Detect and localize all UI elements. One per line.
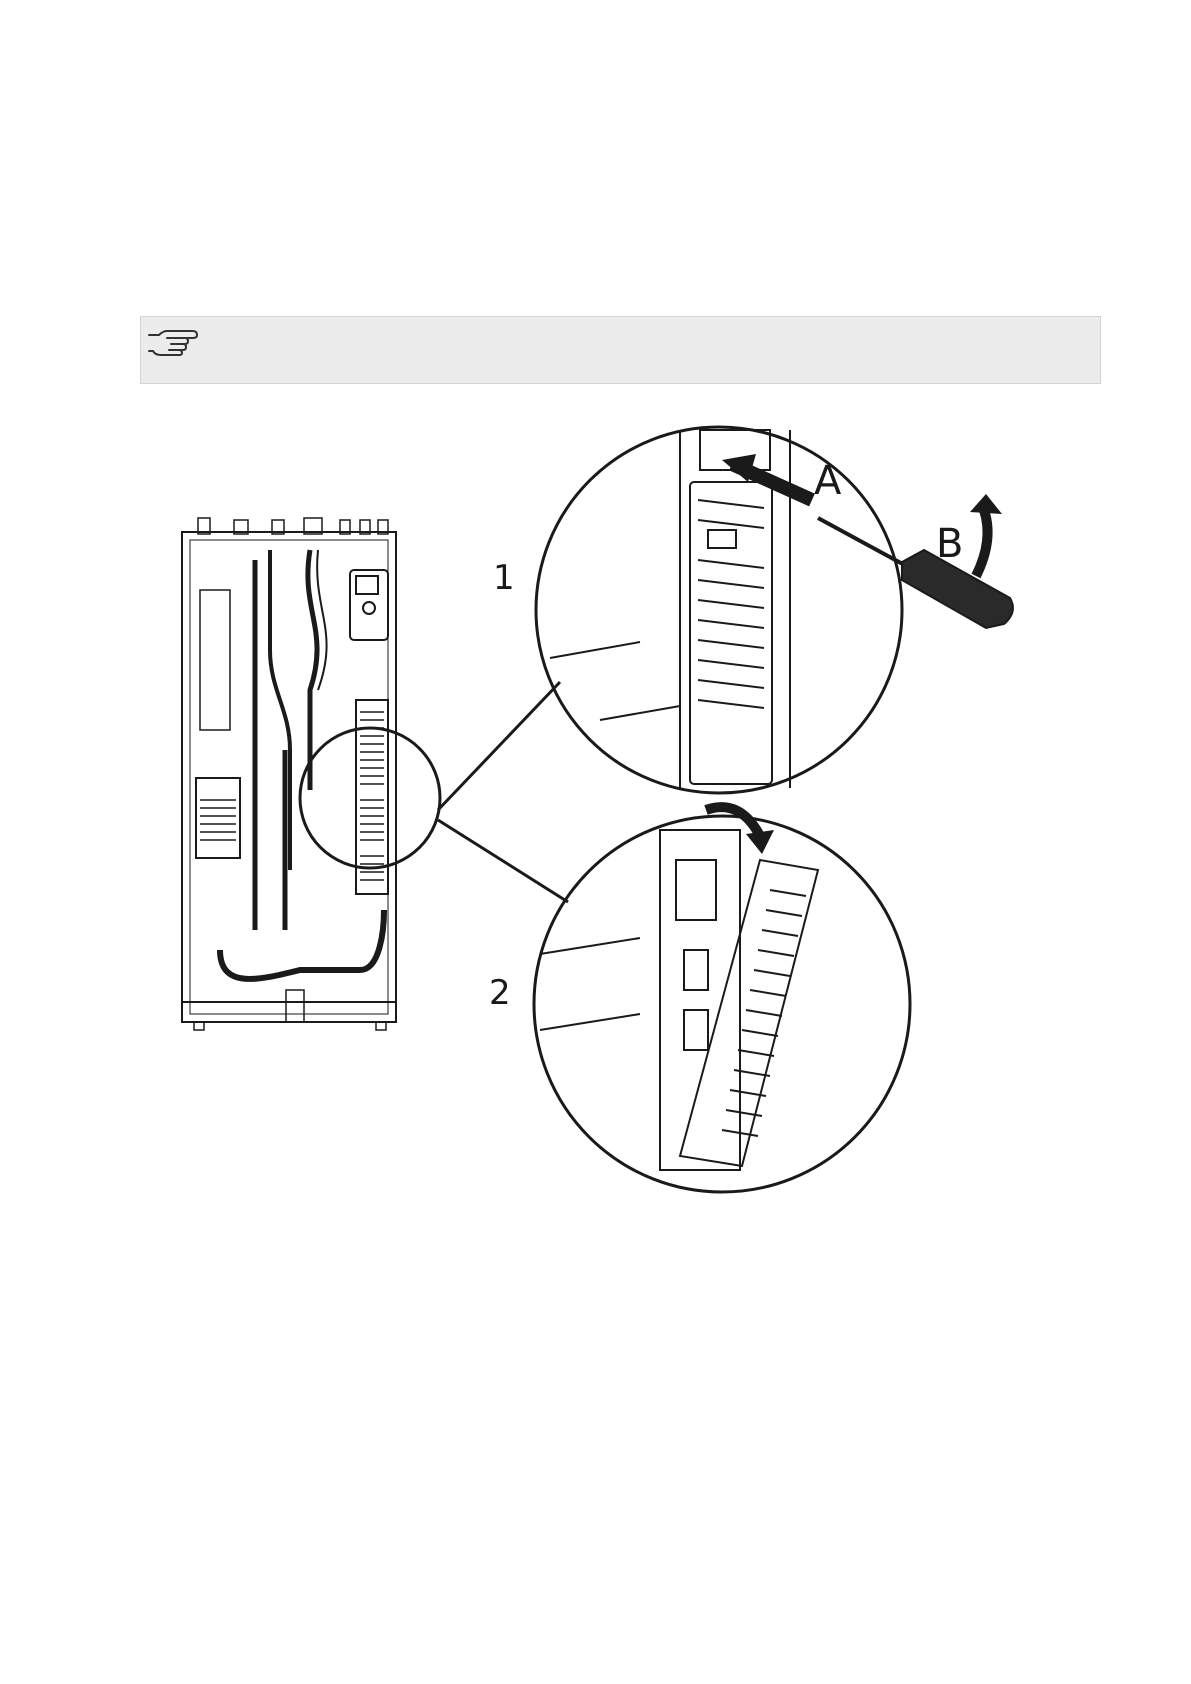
step-label-2: 2 [489,976,511,1010]
detail-circle-1 [536,427,902,793]
installation-illustration [0,390,1191,1200]
callout-label-b: B [936,524,963,564]
pointing-hand-icon [145,325,201,357]
step-label-1: 1 [493,561,515,595]
rotate-arrow-head-icon [970,494,1002,514]
callout-lines [438,682,568,902]
hinge-arrow-head-icon [746,830,774,854]
heat-pump-unit-drawing [182,518,440,1030]
detail-circle-2 [534,807,910,1192]
rotate-arrow-icon [976,510,988,576]
note-box [140,316,1101,384]
callout-label-a: A [814,461,841,501]
